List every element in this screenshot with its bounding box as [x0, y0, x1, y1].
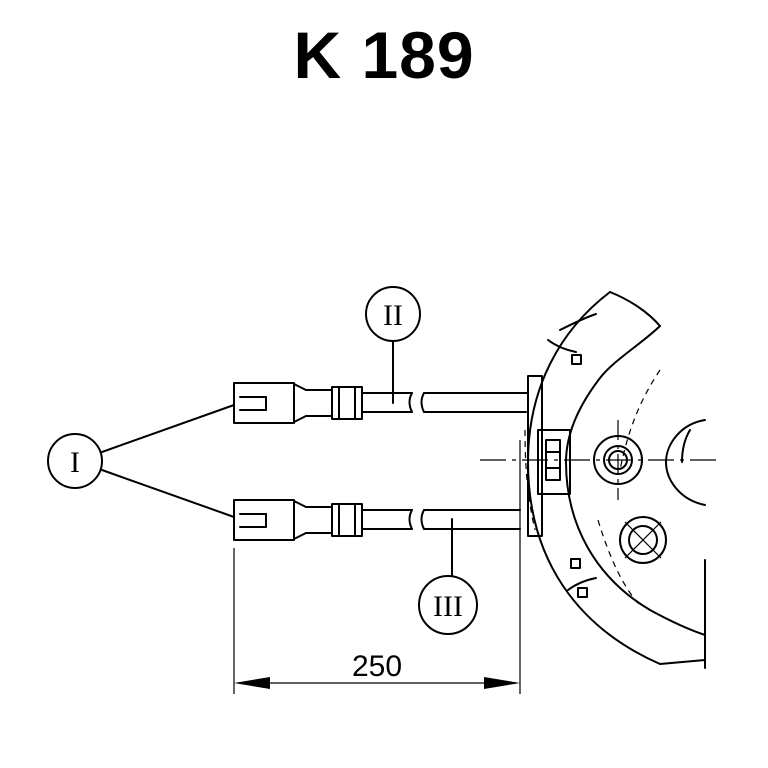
bolt-lower: [619, 516, 667, 564]
cable-upper: [361, 392, 529, 413]
callout-lower-cable-label: III: [433, 590, 463, 623]
callout-lower-cable: III: [418, 518, 478, 635]
callout-connector-label: I: [70, 446, 80, 479]
callout-upper-cable-label: II: [383, 299, 403, 332]
dimension-value: 250: [352, 650, 402, 683]
connector-upper: [233, 382, 363, 424]
callout-upper-cable: II: [365, 286, 421, 404]
terminal-block: [527, 375, 571, 537]
drawing-title: K 189: [293, 18, 475, 92]
dimension-250: 250: [233, 440, 521, 694]
center-lines: [480, 420, 722, 500]
cable-lower: [361, 509, 521, 530]
connector-lower: [233, 499, 363, 541]
callout-connector: I: [47, 404, 235, 518]
